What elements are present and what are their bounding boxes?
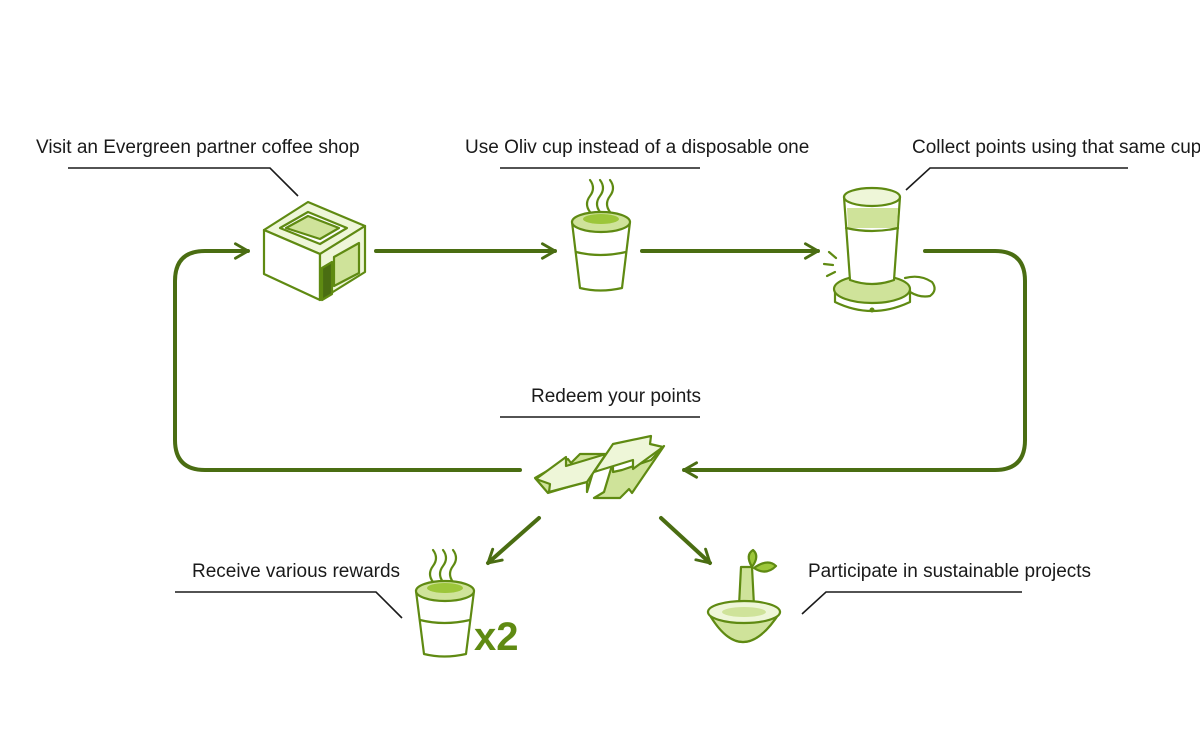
exchange-arrows-icon [533, 434, 666, 500]
flow-arrow-redeem-to-rewards [486, 516, 541, 565]
sprout-bowl-icon [706, 548, 782, 643]
step-projects-leader [801, 591, 1022, 615]
steaming-cup-icon [570, 178, 632, 292]
coffee-shop-icon [262, 200, 367, 302]
double-cup-icon: x2 [414, 548, 519, 659]
step-visit-label-group: Visit an Evergreen partner coffee shop [36, 137, 360, 197]
flow-arrow-collect-to-redeem [682, 249, 1027, 479]
step-collect-leader [905, 167, 1128, 191]
step-visit-label: Visit an Evergreen partner coffee shop [36, 137, 360, 158]
step-collect-label: Collect points using that same cup [912, 137, 1200, 158]
step-redeem-label-group: Redeem your points [500, 386, 701, 418]
flow-arrow-redeem-to-shop [173, 242, 522, 472]
step-use-cup-label-group: Use Oliv cup instead of a disposable one [465, 137, 809, 169]
cup-on-reader-icon [822, 186, 936, 313]
step-use-cup-label: Use Oliv cup instead of a disposable one [465, 137, 809, 158]
flow-arrow-redeem-to-projects [659, 516, 712, 565]
step-projects-label: Participate in sustainable projects [808, 561, 1091, 582]
step-rewards-leader [175, 591, 403, 619]
step-projects-label-group: Participate in sustainable projects [801, 561, 1091, 615]
rewards-multiplier-text: x2 [474, 615, 519, 659]
step-collect-label-group: Collect points using that same cup [905, 137, 1200, 191]
step-visit-leader [68, 167, 299, 197]
step-redeem-label: Redeem your points [531, 386, 701, 407]
step-rewards-label: Receive various rewards [192, 561, 400, 582]
step-rewards-label-group: Receive various rewards [175, 561, 403, 619]
